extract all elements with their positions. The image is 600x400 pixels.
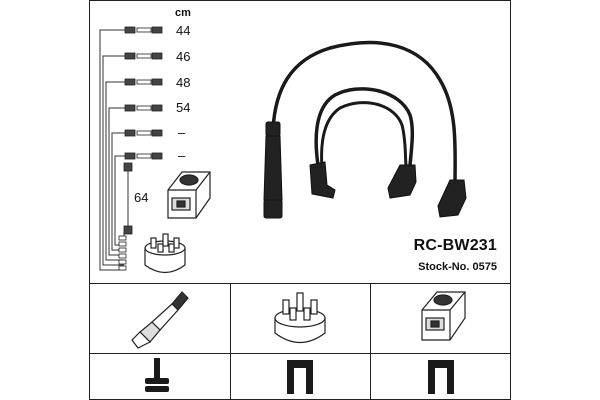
- plug-terminal-icon: [145, 358, 169, 392]
- stock-number: Stock-No. 0575: [418, 261, 497, 273]
- angled-boot: [309, 161, 467, 218]
- cable-length-label: 46: [176, 49, 191, 64]
- straight-boot: [263, 121, 283, 219]
- cable-length-label: 54: [176, 100, 191, 115]
- coil-cable-length-label: 64: [134, 190, 149, 205]
- distributor-cap-bottom-icon: [274, 292, 326, 344]
- cable-length-label: –: [178, 148, 186, 163]
- distributor-cap-icon: [144, 233, 186, 274]
- ignition-coil-bottom-icon: [421, 291, 466, 341]
- cable-length-label: 48: [176, 75, 191, 90]
- spark-plug-icon: [131, 291, 189, 349]
- cable-length-label: –: [178, 125, 186, 140]
- cap-terminal-icon: [287, 360, 313, 394]
- spark-plug-wire-set: [271, 40, 457, 186]
- cable-length-label: 44: [176, 23, 191, 38]
- coil-terminal-icon: [428, 360, 454, 394]
- connector-row: [118, 26, 163, 271]
- product-code: RC-BW231: [413, 237, 497, 254]
- ignition-coil-icon: [167, 171, 211, 219]
- unit-label: cm: [175, 7, 191, 19]
